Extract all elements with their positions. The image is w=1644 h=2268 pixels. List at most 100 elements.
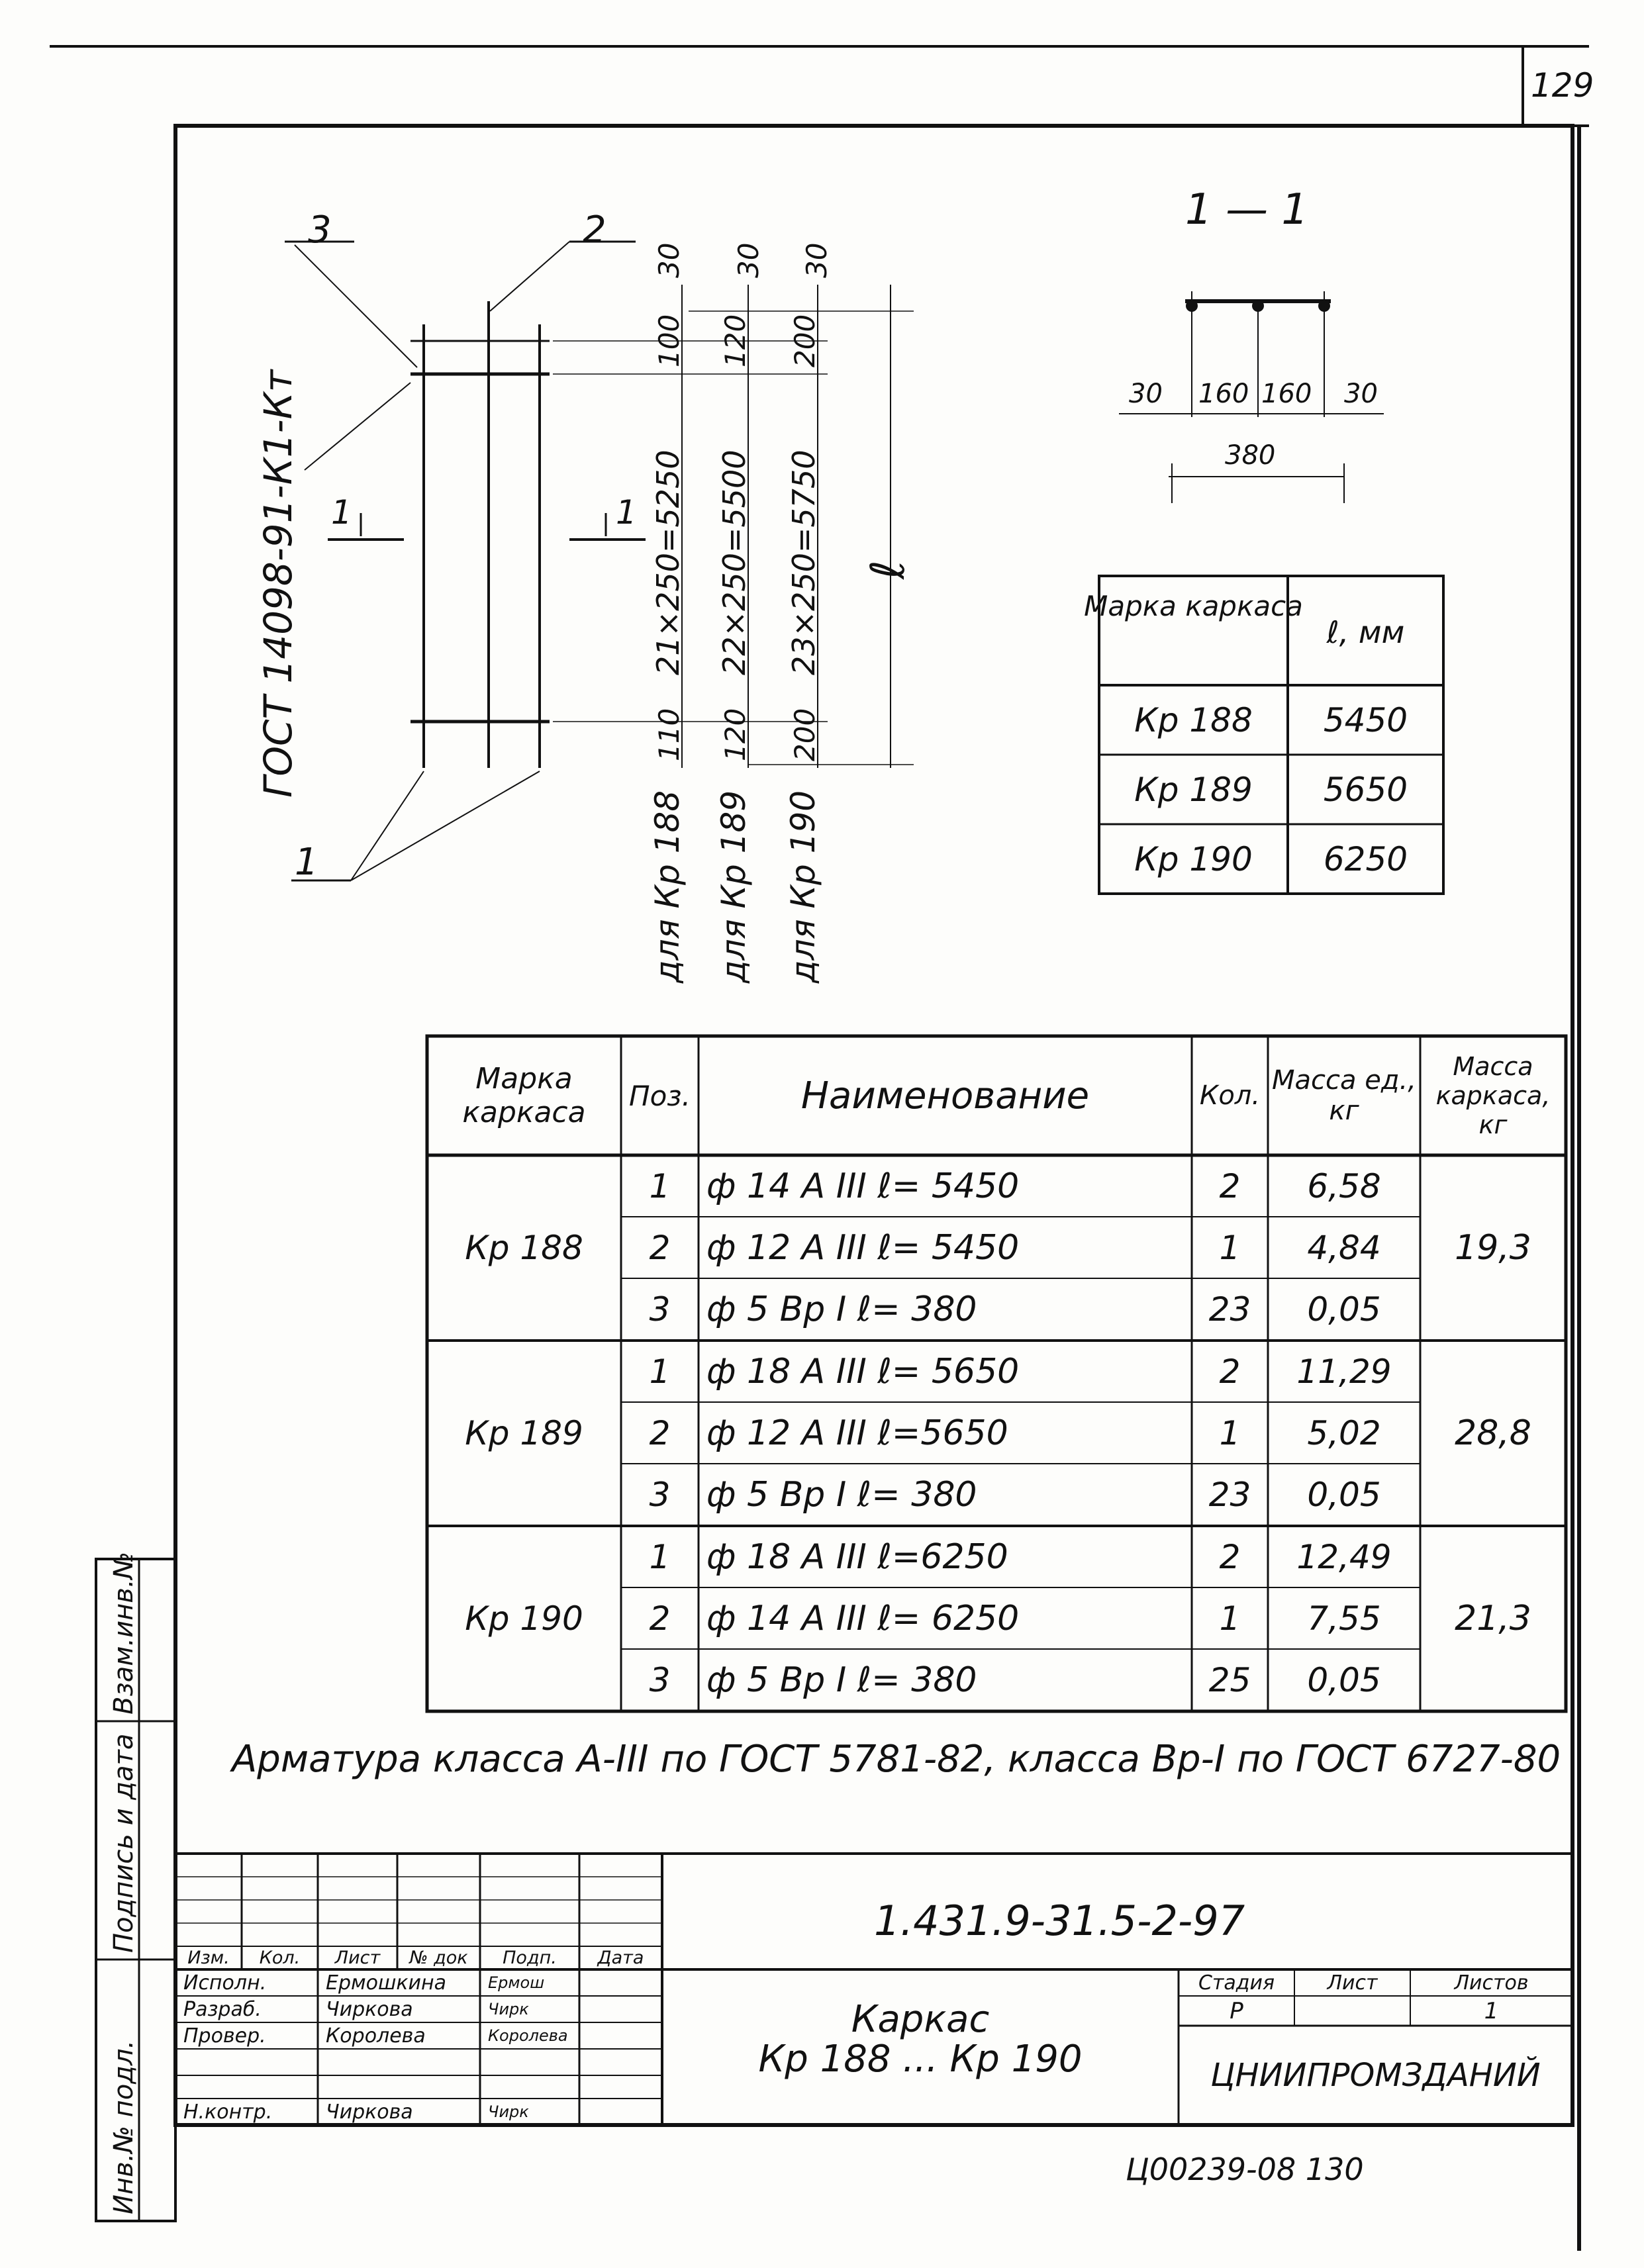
spec-mark-kr189: Кр 189 (465, 1414, 583, 1452)
dim-mid-spacing: 22×250=5500 (716, 450, 752, 676)
spec-qty: 23 (1208, 1290, 1251, 1329)
dim-left-100: 100 (653, 314, 685, 367)
tb-col-podp: Подп. (503, 1948, 557, 1968)
tb-col-date: Дата (597, 1948, 644, 1968)
tb-role: Провер. (183, 2024, 266, 2048)
spec-pos: 1 (649, 1166, 671, 1205)
tb-sheets-label: Листов (1454, 1971, 1529, 1995)
doc-title-line1: Каркас (851, 1997, 990, 2041)
tb-person: Чиркова (326, 1997, 413, 2021)
spec-name: ф 18 А III ℓ= 5650 (706, 1351, 1020, 1392)
spec-qty: 2 (1219, 1166, 1241, 1205)
spec-qty: 1 (1219, 1599, 1241, 1638)
length-table-l-189: 5650 (1323, 770, 1408, 809)
spec-total-kr189: 28,8 (1455, 1413, 1531, 1453)
tb-organization: ЦНИИПРОМЗДАНИЙ (1210, 2057, 1541, 2094)
tb-sheets-value: 1 (1484, 1997, 1499, 2024)
section-dim-total: 380 (1225, 440, 1276, 471)
tb-person: Ермошкина (326, 1971, 447, 1995)
dim-left-110: 110 (653, 708, 685, 761)
spec-name: ф 5 Вр I ℓ= 380 (706, 1475, 977, 1515)
dim-top-30-left: 30 (653, 243, 685, 278)
spec-header-mark: Марка каркаса (462, 1062, 586, 1129)
spec-pos: 3 (649, 1476, 671, 1514)
length-table-mark-188: Кр 188 (1134, 700, 1253, 739)
footer-note: Ц00239-08 130 (1126, 2151, 1364, 2187)
spec-qty: 2 (1219, 1352, 1241, 1391)
tb-role: Н.контр. (183, 2100, 273, 2124)
spec-header-mass-total: Масса каркаса, кг (1435, 1052, 1551, 1139)
spec-pos: 1 (649, 1352, 671, 1391)
section-title: 1 — 1 (1185, 185, 1309, 234)
callout-3: 3 (308, 209, 332, 252)
spec-name: ф 18 А III ℓ=6250 (706, 1536, 1008, 1577)
length-symbol: ℓ (861, 560, 915, 580)
tb-col-kol: Кол. (259, 1948, 301, 1968)
caption-kr190: для Кр 190 (784, 790, 822, 984)
spec-mass: 6,58 (1307, 1166, 1381, 1205)
dim-right-200-top: 200 (789, 314, 821, 367)
callout-1: 1 (295, 841, 318, 884)
stamp-inv-no: Инв.№ подл. (109, 2040, 139, 2214)
dim-mid-120-bottom: 120 (719, 708, 751, 761)
spec-qty: 25 (1208, 1661, 1251, 1699)
spec-mass: 5,02 (1307, 1413, 1381, 1452)
gost-label: ГОСТ 14098-91-К1-Кт (256, 368, 301, 798)
spec-name: ф 12 А III ℓ=5650 (706, 1413, 1008, 1453)
dim-right-spacing: 23×250=5750 (786, 450, 822, 676)
dim-left-spacing: 21×250=5250 (650, 450, 686, 676)
spec-pos: 2 (649, 1413, 671, 1452)
spec-mark-kr190: Кр 190 (465, 1599, 583, 1638)
length-table-mark-189: Кр 189 (1134, 770, 1253, 809)
dim-mid-120-top: 120 (719, 314, 751, 367)
spec-pos: 2 (649, 1228, 671, 1267)
spec-mass: 0,05 (1307, 1290, 1381, 1329)
caption-kr189: для Кр 189 (714, 790, 753, 984)
doc-code: 1.431.9-31.5-2-97 (874, 1897, 1245, 1945)
stamp-sign-date: Подпись и дата (109, 1734, 139, 1953)
tb-stage-value: Р (1230, 1997, 1243, 2024)
spec-mass: 7,55 (1307, 1599, 1381, 1638)
spec-qty: 1 (1219, 1413, 1241, 1452)
spec-mass: 11,29 (1296, 1352, 1392, 1391)
spec-header-name: Наименование (800, 1074, 1090, 1117)
tb-col-izm: Изм. (187, 1948, 230, 1968)
tb-signature: Чирк (488, 2000, 529, 2018)
caption-kr188: для Кр 188 (648, 790, 687, 984)
tb-role: Разраб. (183, 1997, 262, 2021)
section-mark-right: 1 (616, 493, 637, 532)
section-dim-30-right: 30 (1344, 379, 1378, 409)
spec-qty: 2 (1219, 1537, 1241, 1576)
tb-signature: Королева (488, 2026, 568, 2045)
spec-qty: 23 (1208, 1476, 1251, 1514)
spec-name: ф 5 Вр I ℓ= 380 (706, 1660, 977, 1700)
spec-mass: 12,49 (1296, 1537, 1392, 1576)
spec-mass: 0,05 (1307, 1661, 1381, 1699)
tb-signature: Чирк (488, 2103, 529, 2121)
tb-sheet-value (1294, 1996, 1410, 2026)
section-dim-160-b: 160 (1261, 379, 1312, 409)
spec-name: ф 14 А III ℓ= 5450 (706, 1166, 1020, 1206)
callout-2: 2 (583, 209, 606, 252)
spec-header-pos: Поз. (629, 1079, 691, 1112)
tb-sheet-label: Лист (1327, 1971, 1378, 1995)
tb-stage-label: Стадия (1198, 1971, 1275, 1995)
tb-col-ndoc: № док (409, 1948, 468, 1968)
tb-person: Чиркова (326, 2100, 413, 2124)
page-number: 129 (1531, 66, 1594, 105)
length-table-mark-190: Кр 190 (1134, 839, 1253, 878)
stamp-replace-inv: Взам.инв.№ (109, 1552, 139, 1715)
spec-total-kr188: 19,3 (1455, 1228, 1531, 1268)
dim-right-30: 30 (800, 243, 833, 278)
spec-name: ф 14 А III ℓ= 6250 (706, 1598, 1020, 1638)
spec-header-qty: Кол. (1199, 1080, 1261, 1111)
section-mark-left: 1 (331, 493, 352, 532)
doc-title-line2: Кр 188 ... Кр 190 (758, 2037, 1083, 2081)
spec-mass: 4,84 (1307, 1228, 1381, 1267)
dim-mid-30: 30 (732, 243, 765, 278)
tb-signature: Ермош (488, 1973, 545, 1992)
spec-pos: 2 (649, 1599, 671, 1638)
length-table-header-l: ℓ, мм (1326, 614, 1405, 650)
